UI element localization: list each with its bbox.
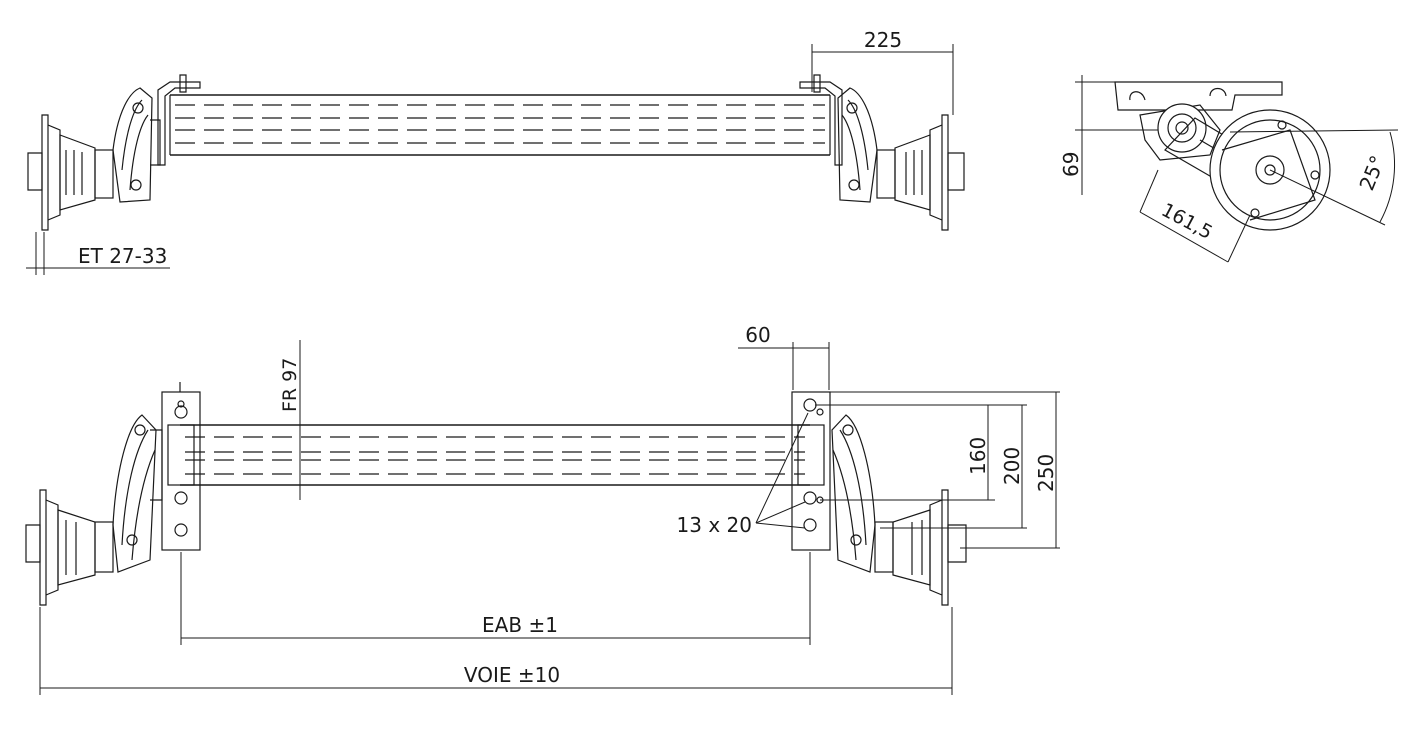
label-69: 69 <box>1059 152 1083 177</box>
label-25-deg: 25° <box>1354 152 1390 194</box>
label-200: 200 <box>1000 447 1024 485</box>
label-60: 60 <box>745 323 770 347</box>
dim-offset-225: 225 <box>811 28 954 115</box>
top-view: 225 ET 27-33 <box>26 28 965 275</box>
label-fr97: FR 97 <box>279 358 301 412</box>
holes-callout: 13 x 20 <box>677 412 809 537</box>
label-160: 160 <box>966 437 990 475</box>
dim-voie: VOIE ±10 <box>39 607 953 695</box>
label-eab: EAB ±1 <box>482 613 558 637</box>
label-et: ET 27-33 <box>78 244 167 268</box>
dim-vertical-set: 160 200 250 <box>815 391 1060 549</box>
top-axle-tube <box>169 94 831 156</box>
front-bracket-right <box>791 391 831 551</box>
label-250: 250 <box>1034 454 1058 492</box>
front-bracket-left <box>161 382 201 551</box>
top-bracket-left <box>157 74 201 166</box>
label-225: 225 <box>864 28 902 52</box>
front-hub-right <box>831 414 967 606</box>
front-axle-tube <box>180 424 810 486</box>
label-161-5: 161,5 <box>1158 199 1216 244</box>
top-hub-right <box>837 87 965 231</box>
dim-hole-spacing-60: 60 <box>738 323 830 390</box>
dim-et: ET 27-33 <box>26 232 170 275</box>
front-view: FR 97 <box>25 323 1060 695</box>
top-hub-left <box>27 87 161 231</box>
label-holes: 13 x 20 <box>677 513 752 537</box>
label-voie: VOIE ±10 <box>464 663 560 687</box>
fr-centerline: FR 97 <box>279 340 301 500</box>
dim-eab: EAB ±1 <box>180 552 811 645</box>
top-bracket-right <box>799 74 843 166</box>
front-hub-left <box>25 414 163 606</box>
side-view: 69 161,5 25° <box>1059 75 1399 263</box>
